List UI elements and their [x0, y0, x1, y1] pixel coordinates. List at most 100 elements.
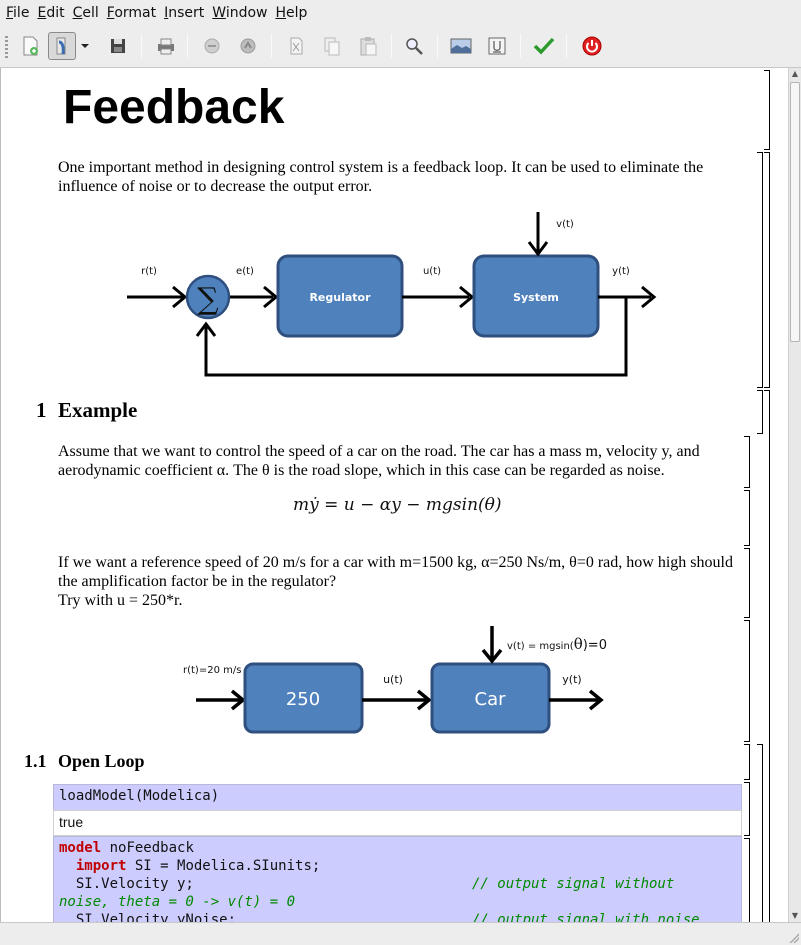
arrow-car-output: [549, 689, 604, 711]
toolbar: [0, 26, 801, 68]
arrow-r-to-gain: [196, 689, 246, 711]
cell-bracket-para1[interactable]: [744, 436, 750, 488]
arrow-sum-to-regulator: [230, 285, 279, 309]
arrow-regulator-to-system: [402, 285, 475, 309]
toolbar-separator: [566, 34, 567, 58]
toolbar-separator: [520, 34, 521, 58]
menu-format[interactable]: Format: [106, 5, 157, 21]
label-r-ref: r(t)=20 m/s: [183, 665, 241, 676]
cell-bracket-group[interactable]: [764, 152, 770, 388]
code-cell-model[interactable]: model noFeedback import SI = Modelica.SI…: [53, 836, 742, 922]
menu-edit[interactable]: Edit: [37, 5, 65, 21]
page-title: Feedback: [63, 81, 285, 134]
cell-bracket-code2[interactable]: [744, 838, 750, 922]
car-diagram: 250 Car r(t)=20 m/s u(t) y(t) v(t) = mgs…: [183, 626, 607, 734]
section-number: 1: [36, 398, 47, 422]
search-icon[interactable]: [400, 32, 428, 60]
cut-icon[interactable]: [282, 32, 310, 60]
notebook-document[interactable]: Feedback One important method in designi…: [0, 68, 788, 922]
system-label: System: [513, 291, 559, 304]
save-icon[interactable]: [104, 32, 132, 60]
copy-icon[interactable]: [318, 32, 346, 60]
gain-label: 250: [286, 689, 320, 710]
menu-window[interactable]: Window: [212, 5, 268, 21]
toolbar-separator: [271, 34, 272, 58]
label-e: e(t): [236, 266, 254, 277]
label-v-noise: v(t) = mgsin(θ)=0: [507, 635, 607, 653]
label-y: y(t): [612, 266, 630, 277]
label-u: u(t): [423, 266, 441, 277]
cell-bracket-subsection[interactable]: [757, 744, 763, 922]
check-icon[interactable]: [530, 32, 558, 60]
stop-icon[interactable]: [578, 32, 606, 60]
code-line-2: import SI = Modelica.SIunits;: [75, 858, 321, 874]
sigma-symbol: ∑: [197, 282, 219, 317]
cell-bracket-section[interactable]: [764, 390, 770, 922]
label-r: r(t): [141, 266, 157, 277]
cell-bracket-subheading[interactable]: [744, 744, 750, 780]
cell-bracket-intro[interactable]: [757, 152, 763, 388]
code-line-4: noise, theta = 0 -> v(t) = 0: [59, 894, 296, 910]
feedback-arrowhead: [195, 321, 217, 337]
menu-file[interactable]: File: [6, 5, 30, 21]
menu-cell[interactable]: Cell: [72, 5, 99, 21]
status-bar: [0, 922, 801, 945]
label-y: y(t): [562, 673, 581, 686]
code-cell-loadmodel[interactable]: loadModel(Modelica): [53, 784, 742, 811]
car-block: [430, 662, 551, 734]
undo-icon[interactable]: [198, 32, 226, 60]
feedback-loop-diagram: ∑ Regulator System r(t) e(t) u(t) v(t) y…: [127, 212, 657, 377]
toolbar-grip[interactable]: [5, 36, 8, 58]
toolbar-separator: [187, 34, 188, 58]
toolbar-separator: [391, 34, 392, 58]
new-file-icon[interactable]: [16, 32, 44, 60]
vertical-scrollbar[interactable]: ▲ ▼: [788, 68, 801, 922]
equation: mẏ = u − αy − mgsin(θ): [293, 495, 502, 515]
try-text: Try with u = 250*r.: [58, 592, 183, 609]
intro-paragraph: One important method in designing contro…: [58, 159, 704, 195]
toolbar-separator: [141, 34, 142, 58]
gain-block: [243, 662, 364, 734]
resize-grip-icon[interactable]: [789, 933, 799, 943]
print-icon[interactable]: [152, 32, 180, 60]
section-title: Example: [58, 398, 138, 422]
code-line-1: model noFeedback: [59, 840, 194, 856]
regulator-label: Regulator: [309, 291, 371, 304]
menu-insert[interactable]: Insert: [164, 5, 205, 21]
cell-bracket-equation[interactable]: [744, 490, 750, 546]
question-paragraph: If we want a reference speed of 20 m/s f…: [58, 553, 738, 610]
car-label: Car: [475, 689, 507, 710]
subsection-number: 1.1: [24, 751, 47, 771]
label-u: u(t): [383, 673, 403, 686]
feedback-path: [204, 297, 628, 377]
paste-icon[interactable]: [354, 32, 382, 60]
image-icon[interactable]: [447, 32, 475, 60]
arrow-v-to-car: [481, 626, 503, 664]
cell-bracket-para2[interactable]: [744, 548, 750, 618]
output-cell-true: true: [53, 810, 742, 836]
cell-bracket-heading[interactable]: [757, 390, 763, 434]
arrow-v-to-system: [527, 212, 549, 257]
text-cursor-icon[interactable]: [483, 32, 511, 60]
cell-bracket-code1[interactable]: [744, 782, 750, 836]
scroll-up-arrow-icon[interactable]: ▲: [791, 69, 799, 78]
toolbar-separator: [437, 34, 438, 58]
menu-help[interactable]: Help: [275, 5, 308, 21]
cell-bracket-title[interactable]: [764, 70, 770, 150]
scrollbar-thumb[interactable]: [790, 82, 800, 342]
arrow-gain-to-car: [362, 689, 432, 711]
cell-bracket-diagram2[interactable]: [744, 620, 750, 742]
subsection-title: Open Loop: [58, 751, 145, 771]
arrow-r-to-sum: [127, 285, 188, 309]
code-line-3: SI.Velocity y;// output signal without: [59, 876, 675, 892]
question-text: If we want a reference speed of 20 m/s f…: [58, 554, 733, 590]
redo-icon[interactable]: [234, 32, 262, 60]
label-v: v(t): [556, 219, 574, 230]
summation-node: [185, 274, 231, 320]
example-paragraph: Assume that we want to control the speed…: [58, 443, 700, 479]
scroll-down-arrow-icon[interactable]: ▼: [791, 911, 799, 920]
open-file-icon[interactable]: [48, 32, 76, 60]
open-dropdown-arrow-icon[interactable]: [78, 32, 92, 60]
menu-bar: File Edit Cell Format Insert Window Help: [0, 0, 801, 26]
code-line-5: SI.Velocity yNoise;// output signal with…: [59, 912, 700, 922]
